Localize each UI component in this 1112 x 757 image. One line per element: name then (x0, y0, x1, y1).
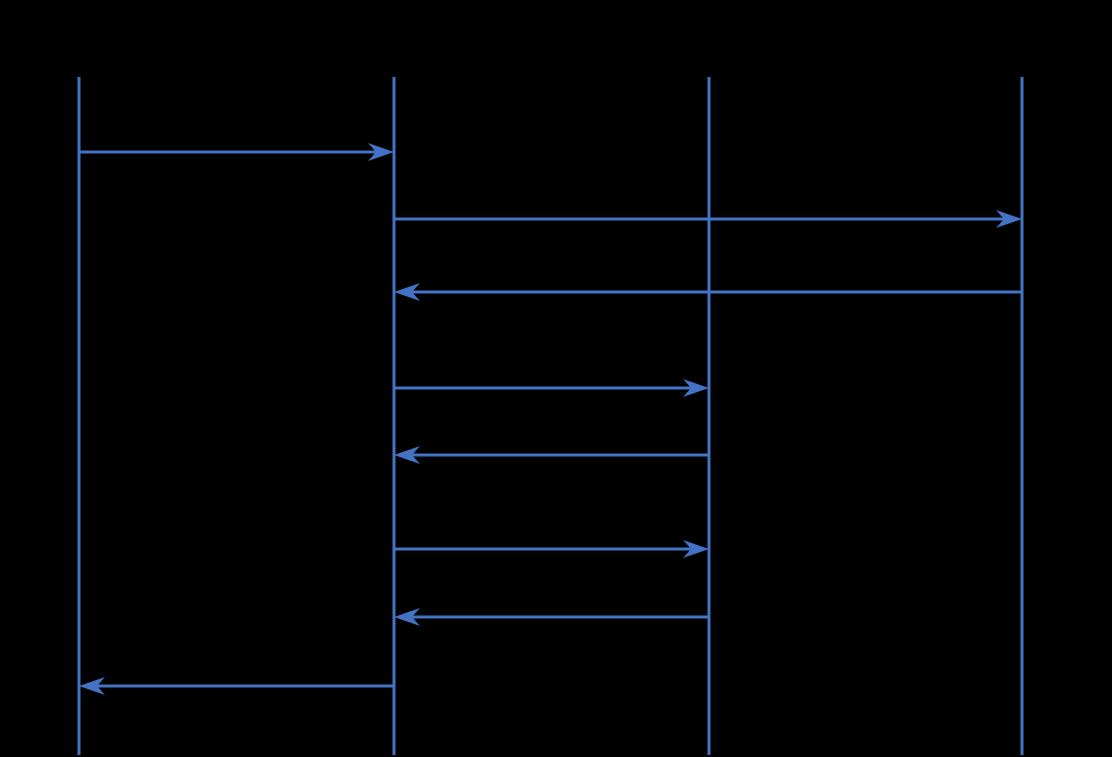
message-3 (394, 283, 1022, 301)
message-5 (394, 446, 709, 464)
message-8 (79, 677, 394, 695)
lifelines-group (77, 77, 1024, 755)
message-6 (394, 540, 709, 558)
message-2 (394, 210, 1022, 228)
messages-group (79, 143, 1022, 695)
message-3-arrowhead-icon (394, 283, 420, 301)
message-1-arrowhead-icon (368, 143, 394, 161)
message-8-arrowhead-icon (79, 677, 105, 695)
message-2-arrowhead-icon (996, 210, 1022, 228)
message-7-arrowhead-icon (394, 608, 420, 626)
message-6-arrowhead-icon (683, 540, 709, 558)
message-1 (79, 143, 394, 161)
message-4-arrowhead-icon (683, 379, 709, 397)
message-4 (394, 379, 709, 397)
message-7 (394, 608, 709, 626)
message-5-arrowhead-icon (394, 446, 420, 464)
